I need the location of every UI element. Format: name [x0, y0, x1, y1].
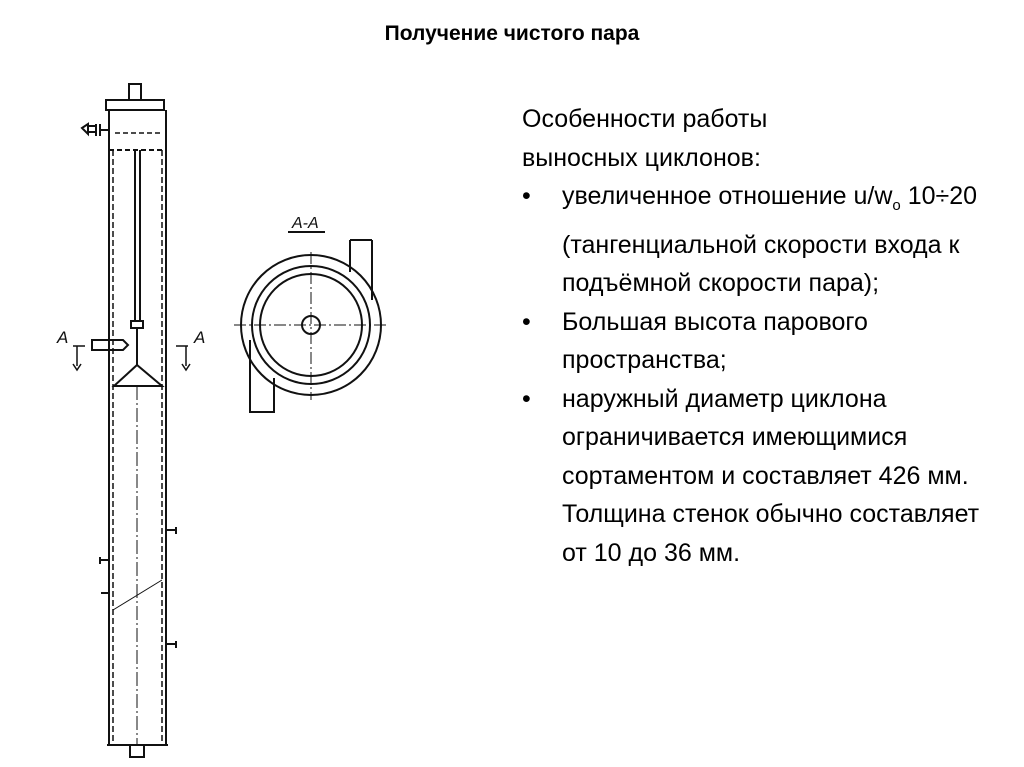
bullet-text: 10÷20 (тангенциальной скорости входа к п…	[562, 182, 978, 297]
bullet-dot: •	[522, 307, 531, 336]
column-side-view	[72, 83, 191, 758]
bullet-item: • наружный диаметр циклона ограничиваетс…	[522, 380, 1002, 573]
cut-label-right: А	[193, 328, 205, 347]
heading-line-2: выносных циклонов:	[522, 143, 761, 172]
cut-label-left: А	[56, 328, 68, 347]
heading-line-1: Особенности работы	[522, 105, 768, 133]
bullet-text: Большая высота парового пространства;	[562, 307, 868, 375]
cross-section-a-a: А-А	[234, 215, 386, 413]
features-text: Особенности работы выносных циклонов: • …	[522, 100, 1002, 572]
bullet-item: • Большая высота парового пространства;	[522, 303, 1002, 380]
bullet-subscript: o	[892, 197, 901, 214]
cyclone-drawing: А А А-А	[56, 83, 386, 758]
slide-title: Получение чистого пара	[384, 22, 640, 45]
bullet-text: увеличенное отношение u/w	[562, 182, 893, 210]
bullet-text: наружный диаметр циклона ограничивается …	[562, 384, 980, 567]
bullet-item: • увеличенное отношение u/wo 10÷20 (танг…	[522, 177, 1002, 303]
bullet-dot: •	[522, 182, 531, 210]
section-label: А-А	[291, 215, 319, 232]
bullet-dot: •	[522, 384, 531, 413]
